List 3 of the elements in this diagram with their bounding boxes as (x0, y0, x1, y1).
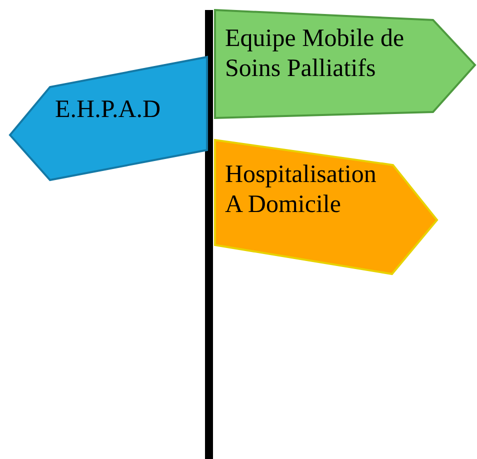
sign-text: Equipe Mobile de Soins Palliatifs (225, 24, 406, 84)
sign-text: Hospitalisation A Domicile (225, 160, 378, 220)
sign-text: E.H.P.A.D (55, 95, 162, 125)
